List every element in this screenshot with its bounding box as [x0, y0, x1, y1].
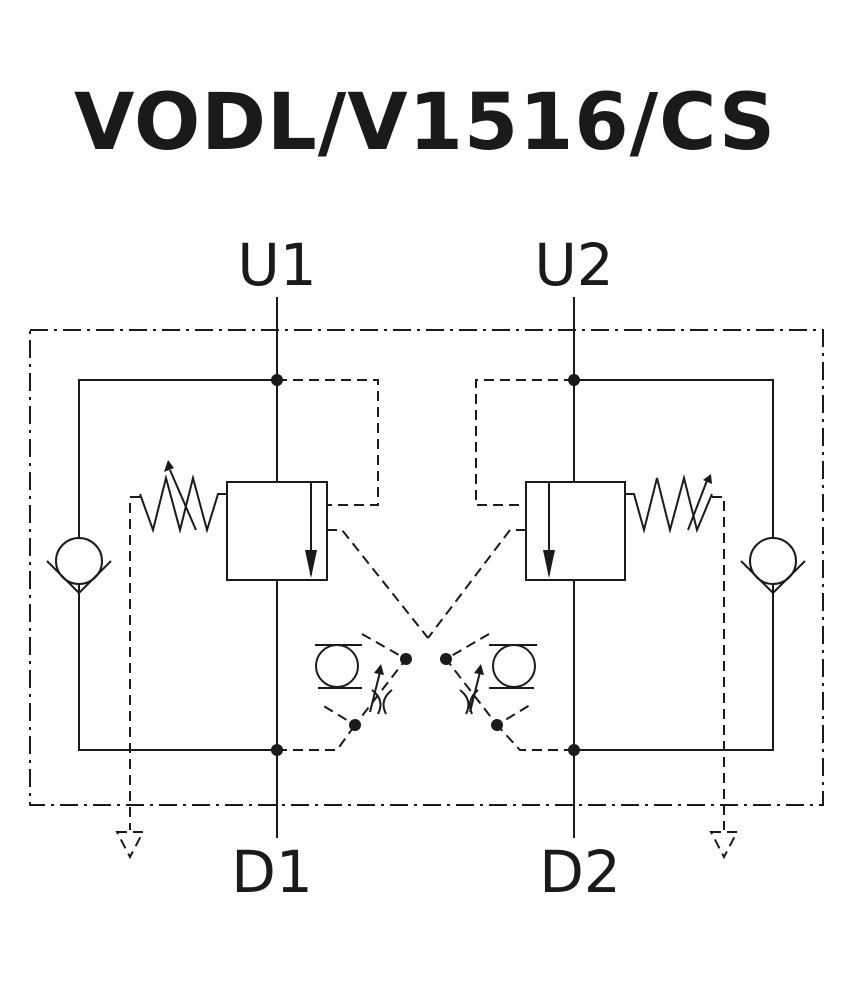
- junction-dot: [271, 744, 283, 756]
- junction-dot: [568, 744, 580, 756]
- pilot-check-block-right: [444, 633, 537, 727]
- adjustable-spring-right: [625, 474, 713, 534]
- pilot-line-right: [475, 379, 574, 506]
- junction-dot: [568, 374, 580, 386]
- drain-tank-left: [115, 831, 145, 860]
- drain-tank-right: [709, 831, 739, 860]
- junction-dot: [440, 653, 452, 665]
- adjustable-spring-left: [139, 460, 227, 534]
- flow-arrow-right: [543, 550, 555, 578]
- check-valve-right: [740, 537, 806, 595]
- pilot-check-block-left: [315, 633, 408, 727]
- junction-dot: [271, 374, 283, 386]
- junction-dot: [349, 719, 361, 731]
- pilot-line-left: [277, 379, 379, 506]
- pilot-return-left: [277, 724, 356, 751]
- junction-dot: [400, 653, 412, 665]
- flow-arrow-left: [305, 550, 317, 578]
- port-label-d2: D2: [539, 838, 621, 906]
- drain-line-left: [129, 496, 140, 830]
- cross-pilot-right: [427, 529, 526, 639]
- cross-pilot-left: [327, 529, 429, 639]
- diagram-title: VODL/V1516/CS: [73, 78, 777, 168]
- port-label-d1: D1: [231, 838, 313, 906]
- right-valve-circuit: [427, 297, 806, 860]
- left-valve-circuit: [46, 297, 429, 860]
- port-label-u1: U1: [237, 231, 316, 299]
- pilot-return-right: [496, 724, 574, 751]
- check-valve-left: [46, 537, 112, 595]
- port-label-u2: U2: [534, 231, 613, 299]
- counterbalance-valve-body-right: [525, 481, 626, 581]
- junction-dot: [491, 719, 503, 731]
- drain-line-right: [712, 496, 725, 830]
- valve-body-enclosure: [29, 329, 824, 806]
